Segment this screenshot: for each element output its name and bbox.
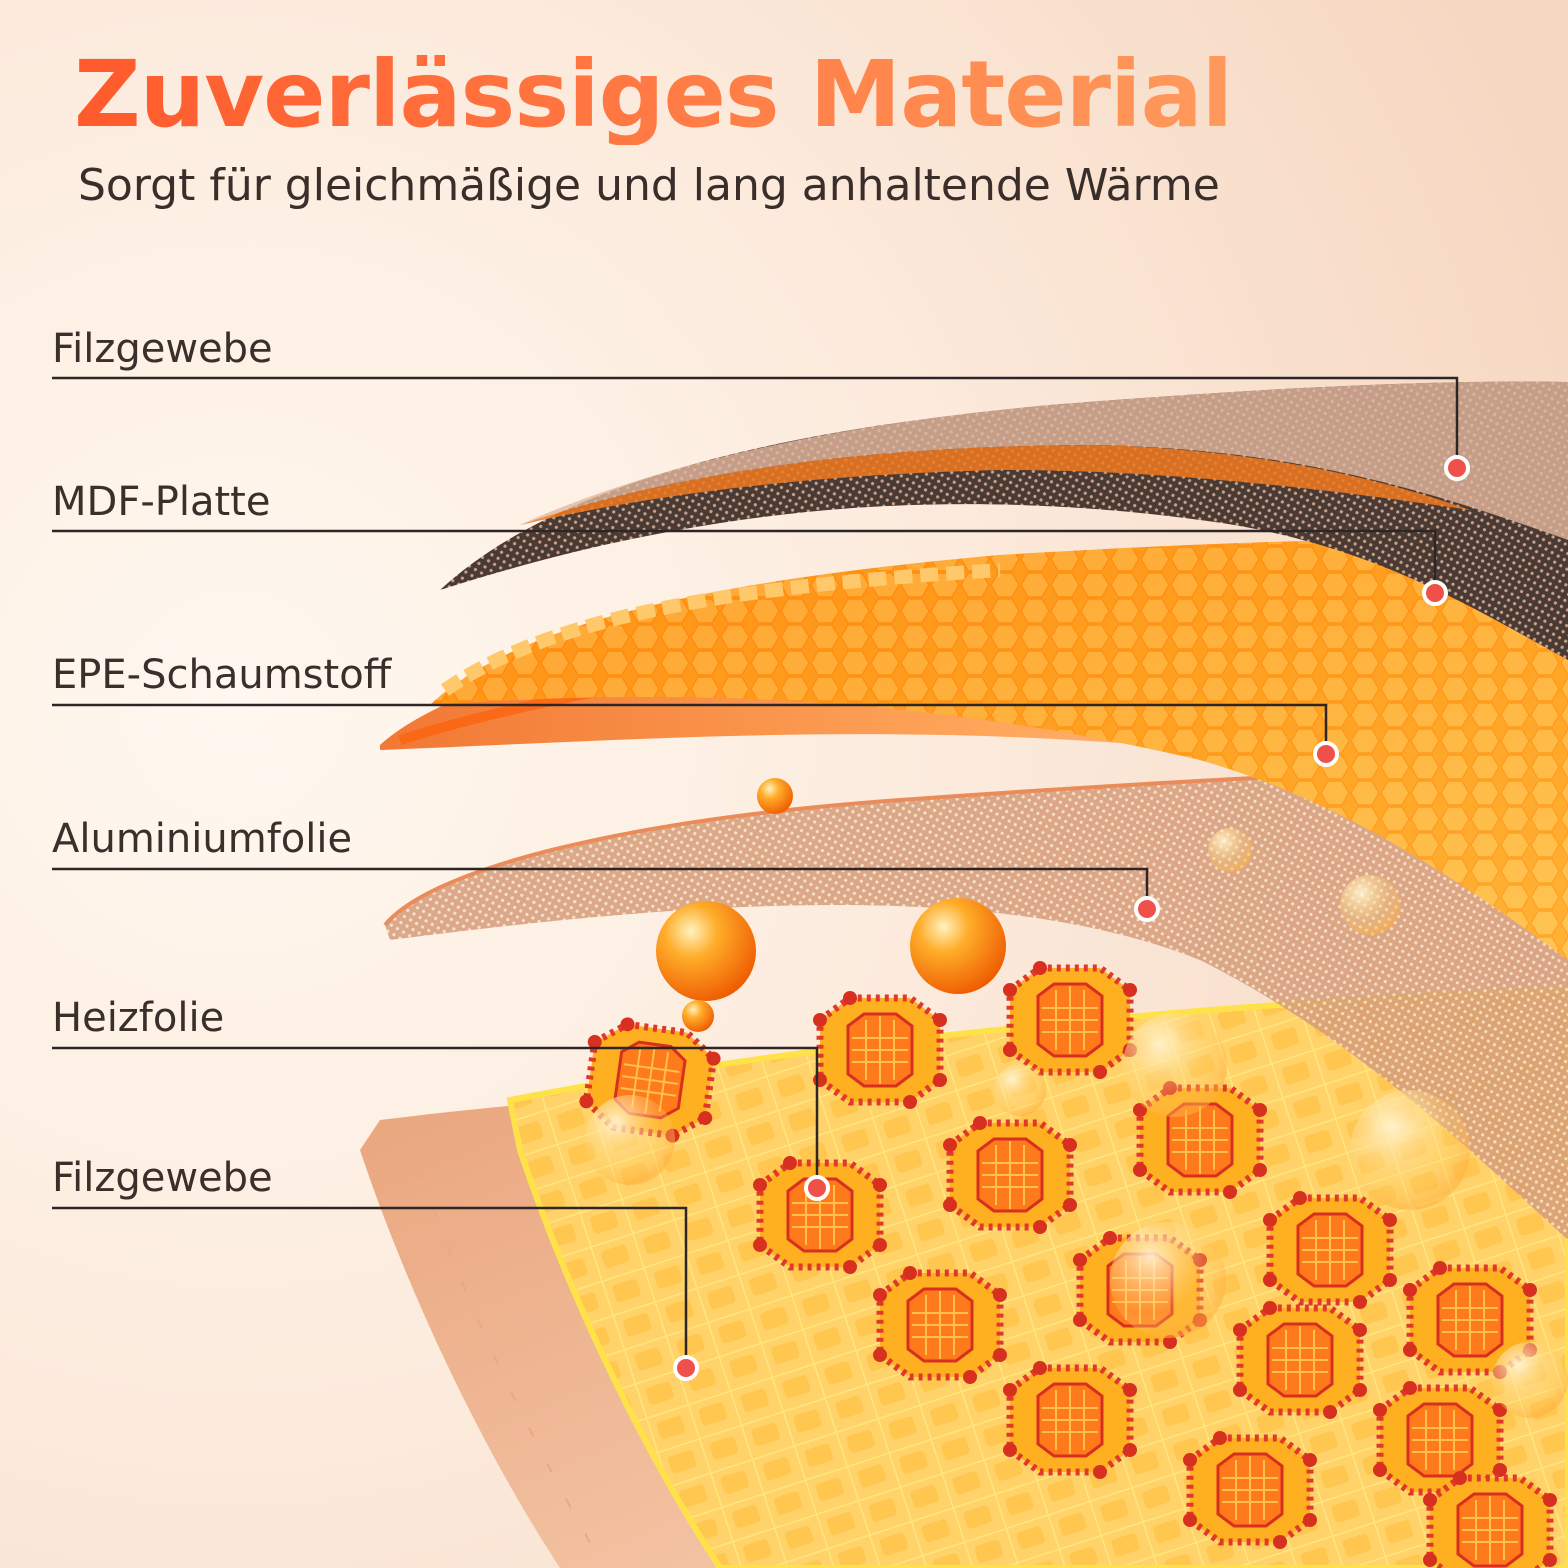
callout-line-epe-schaumstoff	[52, 703, 1328, 752]
page-subtitle: Sorgt für gleichmäßige und lang anhalten…	[78, 160, 1220, 211]
layer-label-mdf-platte: MDF-Platte	[52, 479, 271, 525]
callout-dot-heizfolie	[804, 1175, 830, 1201]
callout-line-filzgewebe-bottom	[52, 1206, 688, 1366]
top-felt-layer	[440, 381, 1568, 660]
callout-dot-mdf-platte	[1422, 580, 1448, 606]
layer-label-filzgewebe-top: Filzgewebe	[52, 326, 273, 372]
callout-line-heizfolie	[52, 1046, 819, 1186]
layer-label-filzgewebe-bottom: Filzgewebe	[52, 1155, 273, 1201]
callout-line-filzgewebe-top	[52, 376, 1459, 466]
layer-label-epe-schaumstoff: EPE-Schaumstoff	[52, 652, 392, 698]
layer-label-aluminiumfolie: Aluminiumfolie	[52, 816, 353, 862]
callout-dot-filzgewebe-bottom	[673, 1355, 699, 1381]
callout-dot-filzgewebe-top	[1444, 455, 1470, 481]
page-title: Zuverlässiges Material	[74, 41, 1233, 148]
mdf-board-layer	[430, 539, 1568, 960]
heat-droplets	[585, 778, 1568, 1418]
callout-line-mdf-platte	[52, 529, 1437, 592]
callout-dot-epe-schaumstoff	[1313, 741, 1339, 767]
layer-label-heizfolie: Heizfolie	[52, 995, 225, 1041]
callout-dots	[673, 455, 1470, 1381]
callout-dot-aluminiumfolie	[1134, 896, 1160, 922]
callout-line-aluminiumfolie	[52, 867, 1149, 907]
callouts	[52, 376, 1459, 1366]
